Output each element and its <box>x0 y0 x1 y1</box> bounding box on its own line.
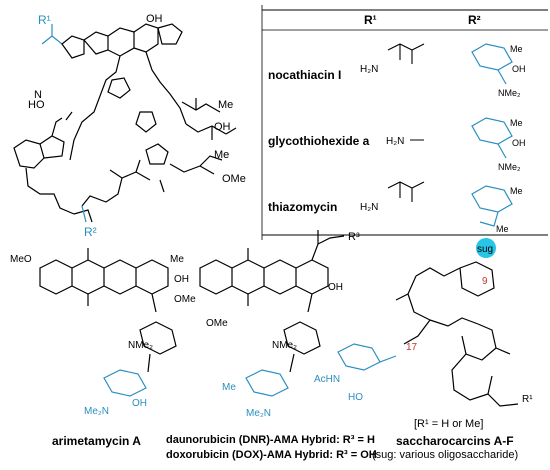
hybrid-sugar <box>245 369 289 397</box>
r2-oh-2: OH <box>512 138 526 148</box>
acHN-label: AcHN <box>314 374 340 385</box>
caption-dnr: daunorubicin (DNR)-AMA Hybrid: R³ = H <box>166 434 375 446</box>
atom-ome: OMe <box>222 173 246 185</box>
r2-sugar-3 <box>471 185 513 227</box>
hybrid-r3: R³ <box>348 231 360 243</box>
r1-amine-label: H₂N <box>386 136 404 147</box>
r2-nme2-2: NMe₂ <box>498 162 521 172</box>
row-nocathiacin: nocathiacin I <box>268 68 342 82</box>
caption-saccharocarcins: saccharocarcins A-F <box>396 434 514 448</box>
r1-fragment-3 <box>387 181 425 202</box>
caption-arimetamycin: arimetamycin A <box>52 434 141 448</box>
saccharocarcin-sugar <box>337 343 397 371</box>
c17-locant: 17 <box>406 342 418 353</box>
atom-me-top: Me <box>218 99 233 111</box>
atom-r1: R¹ <box>38 13 51 27</box>
row-thiazomycin: thiazomycin <box>268 200 338 214</box>
sug-badge-label: sug <box>477 244 493 255</box>
arimetamycin-structure <box>39 248 177 373</box>
atom-oh-thr: OH <box>214 121 231 133</box>
arim-oh: OH <box>174 274 189 285</box>
arim-me2n: Me₂N <box>84 406 109 417</box>
atom-me: Me <box>214 149 229 161</box>
arim-nme2: NMe₂ <box>128 340 153 351</box>
r2-nme2-1: NMe₂ <box>498 88 521 98</box>
r1-amide-label-3: H₂N <box>360 202 378 213</box>
r1-amide-label: H₂N <box>360 64 378 75</box>
r2-sugar-1 <box>471 43 513 85</box>
arim-ome: OMe <box>174 294 196 305</box>
row-glycothiohexide: glycothiohexide a <box>268 134 370 148</box>
header-r1: R¹ <box>364 13 377 27</box>
atom-oh-top: OH <box>146 13 163 25</box>
header-r2: R² <box>468 13 481 27</box>
arim-meo: MeO <box>10 254 32 265</box>
c9-locant: 9 <box>482 276 488 287</box>
arim-me: Me <box>170 254 184 265</box>
hybrid-ome: OMe <box>206 318 228 329</box>
sug-badge <box>476 238 496 258</box>
caption-r1-note: [R¹ = H or Me] <box>414 418 484 430</box>
sac-r1: R¹ <box>522 394 533 405</box>
arimetamycin-sugar <box>103 369 147 397</box>
hybrid-oh: OH <box>328 282 343 293</box>
r2-oh-1: OH <box>512 64 526 74</box>
atom-r2: R² <box>84 225 97 239</box>
r2-me-1: Me <box>510 44 523 54</box>
r2-sugar-2 <box>471 117 513 159</box>
atom-ho: HO <box>28 99 45 111</box>
r2-me-2: Me <box>510 118 523 128</box>
r2-me-3b: Me <box>496 224 509 234</box>
hybrid-nme2: NMe₂ <box>272 340 297 351</box>
hybrid-me2n: Me₂N <box>246 408 271 419</box>
table <box>261 5 548 240</box>
caption-sug-note: (sug: various oligosaccharide) <box>372 449 519 461</box>
r1-fragment-1 <box>387 43 425 64</box>
sac-ho-label: HO <box>348 392 363 403</box>
r2-me-3: Me <box>510 186 523 196</box>
hybrid-me-blue: Me <box>222 382 236 393</box>
atom-n-ho: N <box>34 89 42 101</box>
hybrid-structure <box>199 230 345 373</box>
caption-dox: doxorubicin (DOX)-AMA Hybrid: R³ = OH <box>166 449 377 461</box>
arim-oh-blue: OH <box>132 398 147 409</box>
saccharocarcin-structure <box>395 261 519 407</box>
thiopeptide-core <box>13 23 237 223</box>
